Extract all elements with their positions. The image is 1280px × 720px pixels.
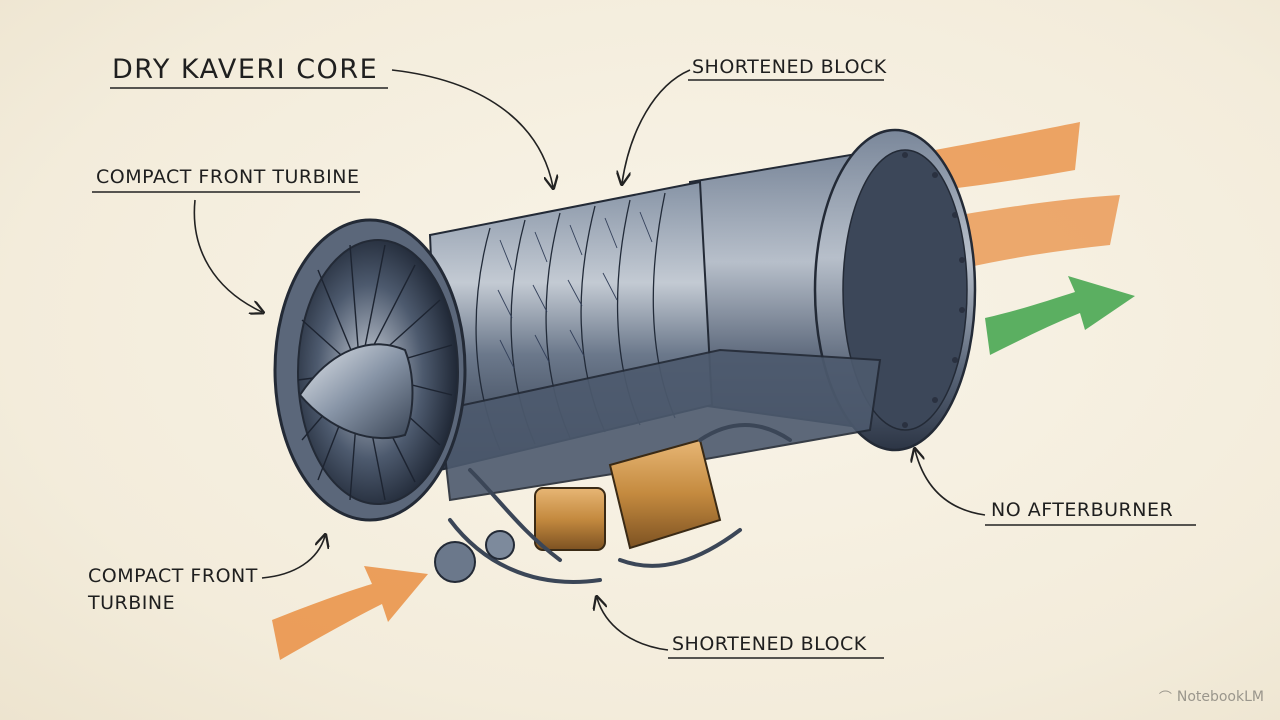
label-compact-front-turbine-top: COMPACT FRONT TURBINE [96,166,360,188]
callout-lines [92,69,1196,659]
fuel-pipes [448,423,792,584]
label-shortened-block-top: SHORTENED BLOCK [692,56,887,78]
accessory-pumps [434,530,515,583]
rear-flange-bolts [902,152,965,428]
label-compact-front-turbine-bottom: COMPACT FRONT TURBINE [88,565,258,614]
diagram-title: DRY KAVERI CORE [112,54,379,85]
accessory-gearbox [534,438,722,551]
engine-body [273,128,977,584]
front-turbine-bottom-arrow [261,536,325,579]
no-afterburner-arrow [915,450,986,516]
intake-flow-orange-arrow [272,566,428,660]
exhaust-flow-orange-upper [935,122,1080,190]
compressor-blade-hatching [497,211,653,369]
label-no-afterburner: NO AFTERBURNER [991,499,1174,521]
notebooklm-logo-icon: ⌒ [1158,691,1172,706]
shortened-block-bottom-arrow [597,598,669,651]
title-arrow [391,69,553,187]
watermark-text: NotebookLM [1176,688,1264,705]
notebooklm-watermark: ⌒ NotebookLM [1158,687,1264,707]
label-shortened-block-bottom: SHORTENED BLOCK [672,633,867,655]
front-turbine-top-arrow [193,199,262,312]
exhaust-flow-orange-lower [960,195,1120,268]
exhaust-flow-green-arrow [985,276,1135,355]
shortened-block-top-arrow [622,69,691,183]
